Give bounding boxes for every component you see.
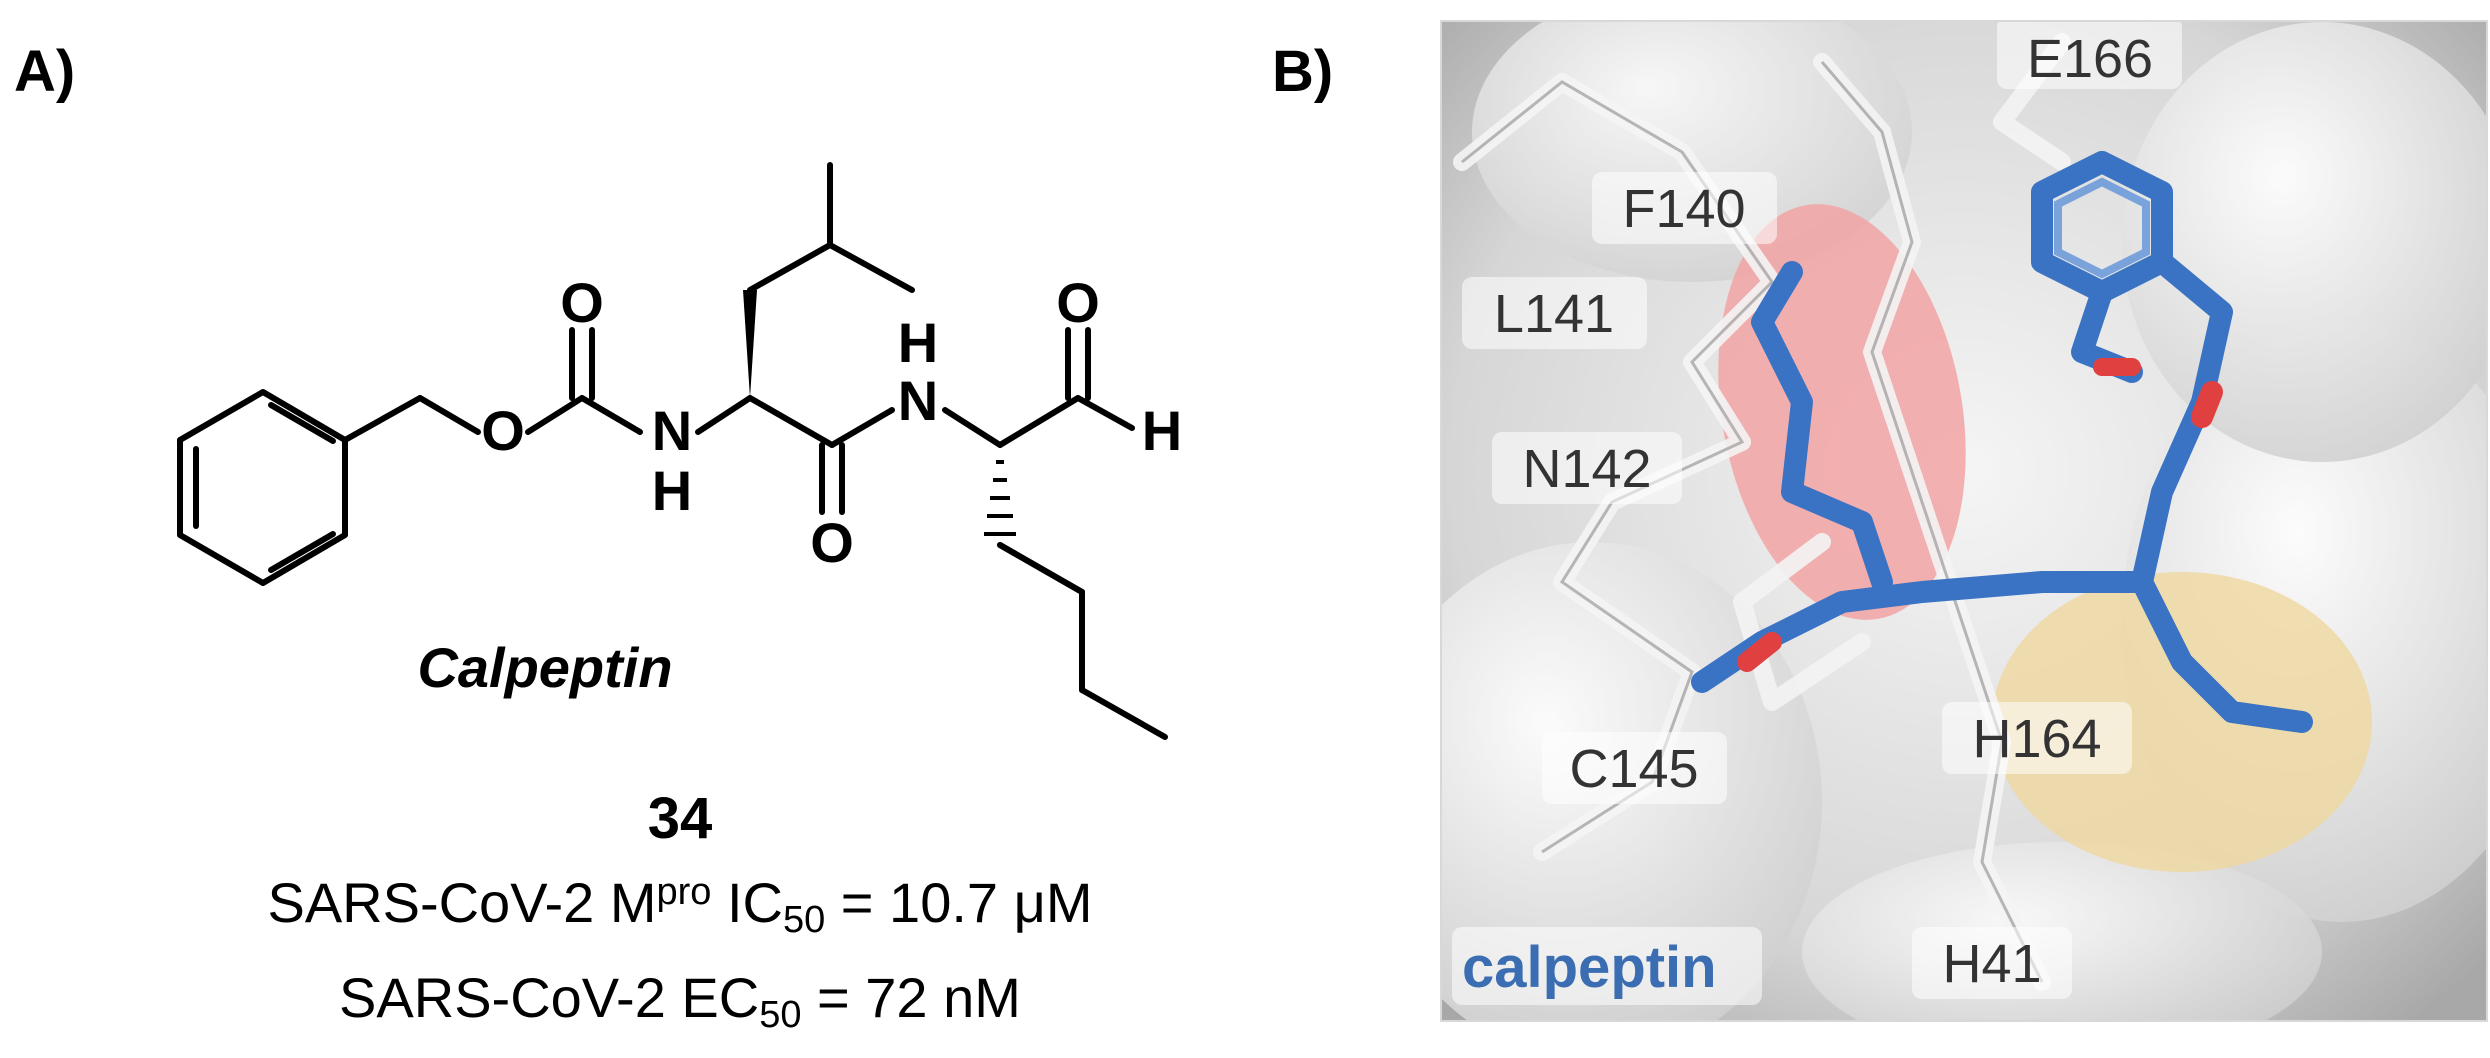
atom-o-carbonyl: O	[560, 271, 604, 334]
binding-pocket-render: E166 F140 L141 N142 C145 H164 H41 calpep…	[1440, 20, 2488, 1022]
atom-h-carbamate: H	[652, 459, 692, 522]
ligand-label: calpeptin	[1462, 935, 1717, 1000]
residue-label: E166	[2027, 29, 2153, 89]
atom-o-ester: O	[481, 399, 525, 462]
atom-h-aldehyde: H	[1142, 399, 1182, 462]
atom-o-amide: O	[810, 511, 854, 574]
residue-label: H164	[1972, 709, 2101, 769]
benzene-ring	[177, 389, 348, 586]
residue-label: L141	[1494, 284, 1614, 344]
ec50: SARS-CoV-2 EC50 = 72 nM	[339, 966, 1021, 1036]
atom-h-amide: H	[898, 311, 938, 374]
residue-label: H41	[1942, 934, 2041, 994]
compound-number: 34	[647, 786, 713, 851]
mpro-ic50: SARS-CoV-2 Mpro IC50 = 10.7 μM	[267, 871, 1093, 941]
atom-n-carbamate: N	[652, 399, 692, 462]
residue-label: C145	[1569, 739, 1698, 799]
panel-a-label: A)	[14, 39, 76, 104]
panel-b-label: B)	[1272, 39, 1334, 104]
atom-o-aldehyde: O	[1056, 271, 1100, 334]
atom-n-amide: N	[898, 369, 938, 432]
compound-name: Calpeptin	[417, 636, 673, 699]
calpeptin-structure: O O N H H N O O H	[177, 162, 1182, 640]
residue-label: N142	[1522, 439, 1651, 499]
residue-label: F140	[1622, 179, 1745, 239]
butyl-chain	[997, 542, 1168, 740]
sulfur-patch	[1992, 572, 2372, 872]
